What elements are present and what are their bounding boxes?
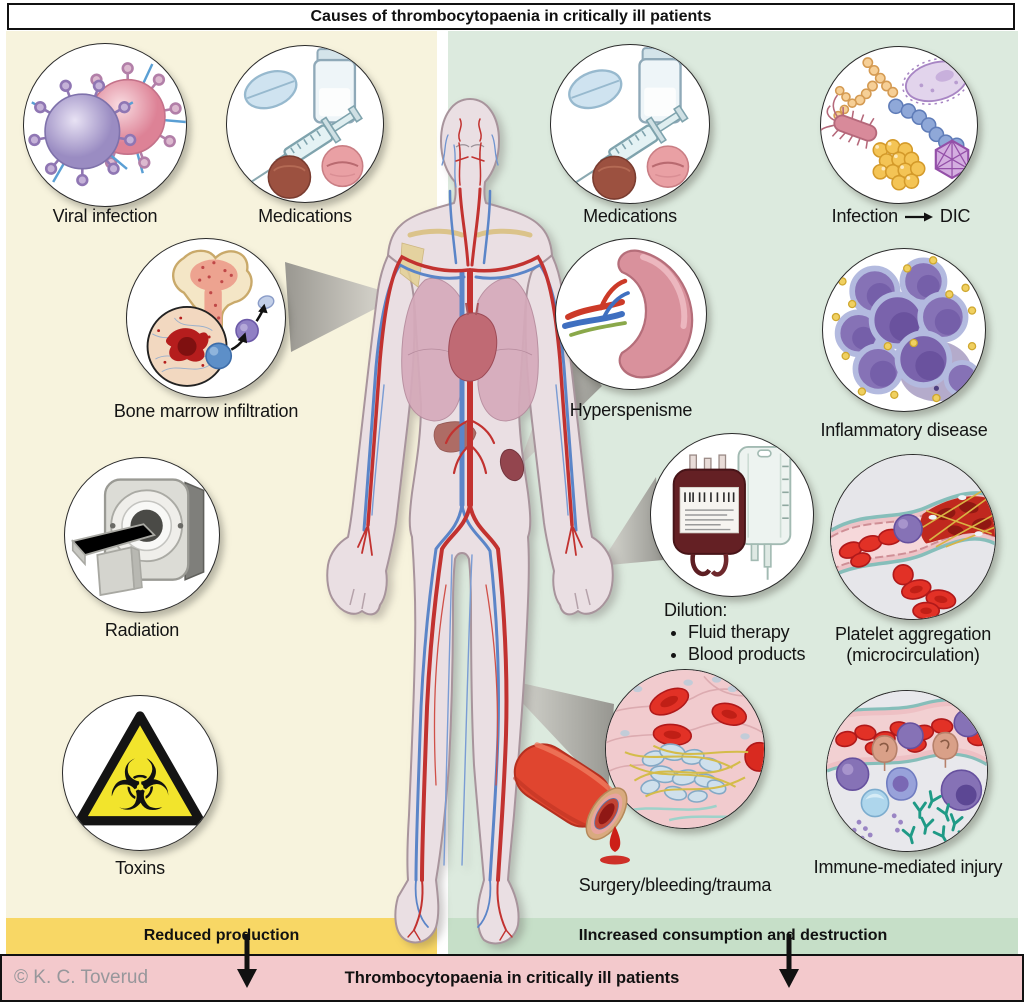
dic-text: DIC	[939, 206, 971, 226]
infection-dic-circle	[820, 46, 978, 204]
radiation-label: Radiation	[104, 620, 180, 640]
medications-right-circle	[550, 44, 710, 204]
footer-conclusion: Thrombocytopaenia in critically ill pati…	[344, 968, 680, 987]
reduced-production-bar: Reduced production	[6, 918, 437, 954]
toxins-circle: ☣	[62, 695, 218, 851]
arrow-down-icon	[779, 934, 799, 988]
dilution-bullet: Fluid therapy	[688, 622, 844, 643]
platelet-label-line2: (microcirculation)	[846, 645, 980, 665]
dilution-label: Dilution: Fluid therapy Blood products	[664, 600, 844, 666]
microbes-icon	[821, 57, 971, 191]
platelet-aggregation-label: Platelet aggregation (microcirculation)	[813, 624, 1013, 666]
page-title-text: Causes of thrombocytopaenia in criticall…	[310, 7, 712, 25]
cut-vessel-icon	[513, 742, 630, 865]
ct-scanner-icon	[70, 478, 205, 597]
inflammatory-label: Inflammatory disease	[820, 420, 988, 440]
medications-left-label: Medications	[258, 206, 352, 226]
wound-clot-icon	[606, 670, 764, 828]
reduced-production-bar-label: Reduced production	[143, 927, 300, 944]
immune-injury-label: Immune-mediated injury	[813, 857, 1003, 877]
hypersplenism-circle	[555, 238, 707, 390]
platelet-label-line1: Platelet aggregation	[834, 624, 992, 644]
virus-icon	[28, 62, 186, 187]
medications-icon	[568, 47, 690, 200]
dilution-circle	[650, 433, 814, 597]
viral-infection-label: Viral infection	[52, 206, 158, 226]
medications-icon	[243, 48, 364, 199]
blood-bag-icon	[672, 445, 792, 580]
surgery-circle	[605, 669, 765, 829]
dilution-title: Dilution:	[664, 600, 728, 620]
footer-bar: © K. C. Toverud Thrombocytopaenia in cri…	[0, 954, 1024, 1002]
biohazard-icon: ☣	[75, 711, 205, 827]
antibody-vessel-icon	[827, 691, 987, 851]
bone-marrow-label: Bone marrow infiltration	[113, 401, 299, 421]
copyright: © K. C. Toverud	[14, 967, 149, 988]
bone-marrow-icon	[146, 249, 275, 387]
surgery-label: Surgery/bleeding/trauma	[578, 875, 772, 895]
platelet-aggregation-icon	[831, 455, 995, 619]
inflammatory-circle	[822, 248, 986, 412]
arrow-right-icon	[904, 212, 933, 221]
viral-infection-circle	[23, 43, 187, 207]
bone-marrow-circle	[126, 238, 286, 398]
inflammatory-cells-icon	[831, 256, 981, 403]
page-title: Causes of thrombocytopaenia in criticall…	[7, 3, 1015, 30]
radiation-circle	[64, 457, 220, 613]
dilution-bullet: Blood products	[688, 644, 844, 665]
spleen-icon	[562, 249, 694, 379]
infection-text: Infection	[831, 206, 898, 226]
immune-injury-circle	[826, 690, 988, 852]
dilution-bullets: Fluid therapy Blood products	[664, 622, 844, 665]
arrow-down-icon	[237, 934, 257, 988]
infection-dic-label: Infection DIC	[806, 206, 996, 227]
biohazard-glyph: ☣	[108, 744, 172, 827]
consumption-bar: IIncreased consumption and destruction	[448, 918, 1018, 954]
consumption-bar-label: IIncreased consumption and destruction	[578, 927, 888, 944]
medications-right-label: Medications	[583, 206, 677, 226]
medications-left-circle	[226, 45, 384, 203]
platelet-aggregation-circle	[830, 454, 996, 620]
toxins-label: Toxins	[115, 858, 165, 878]
hypersplenism-label: Hyperspenisme	[569, 400, 693, 420]
